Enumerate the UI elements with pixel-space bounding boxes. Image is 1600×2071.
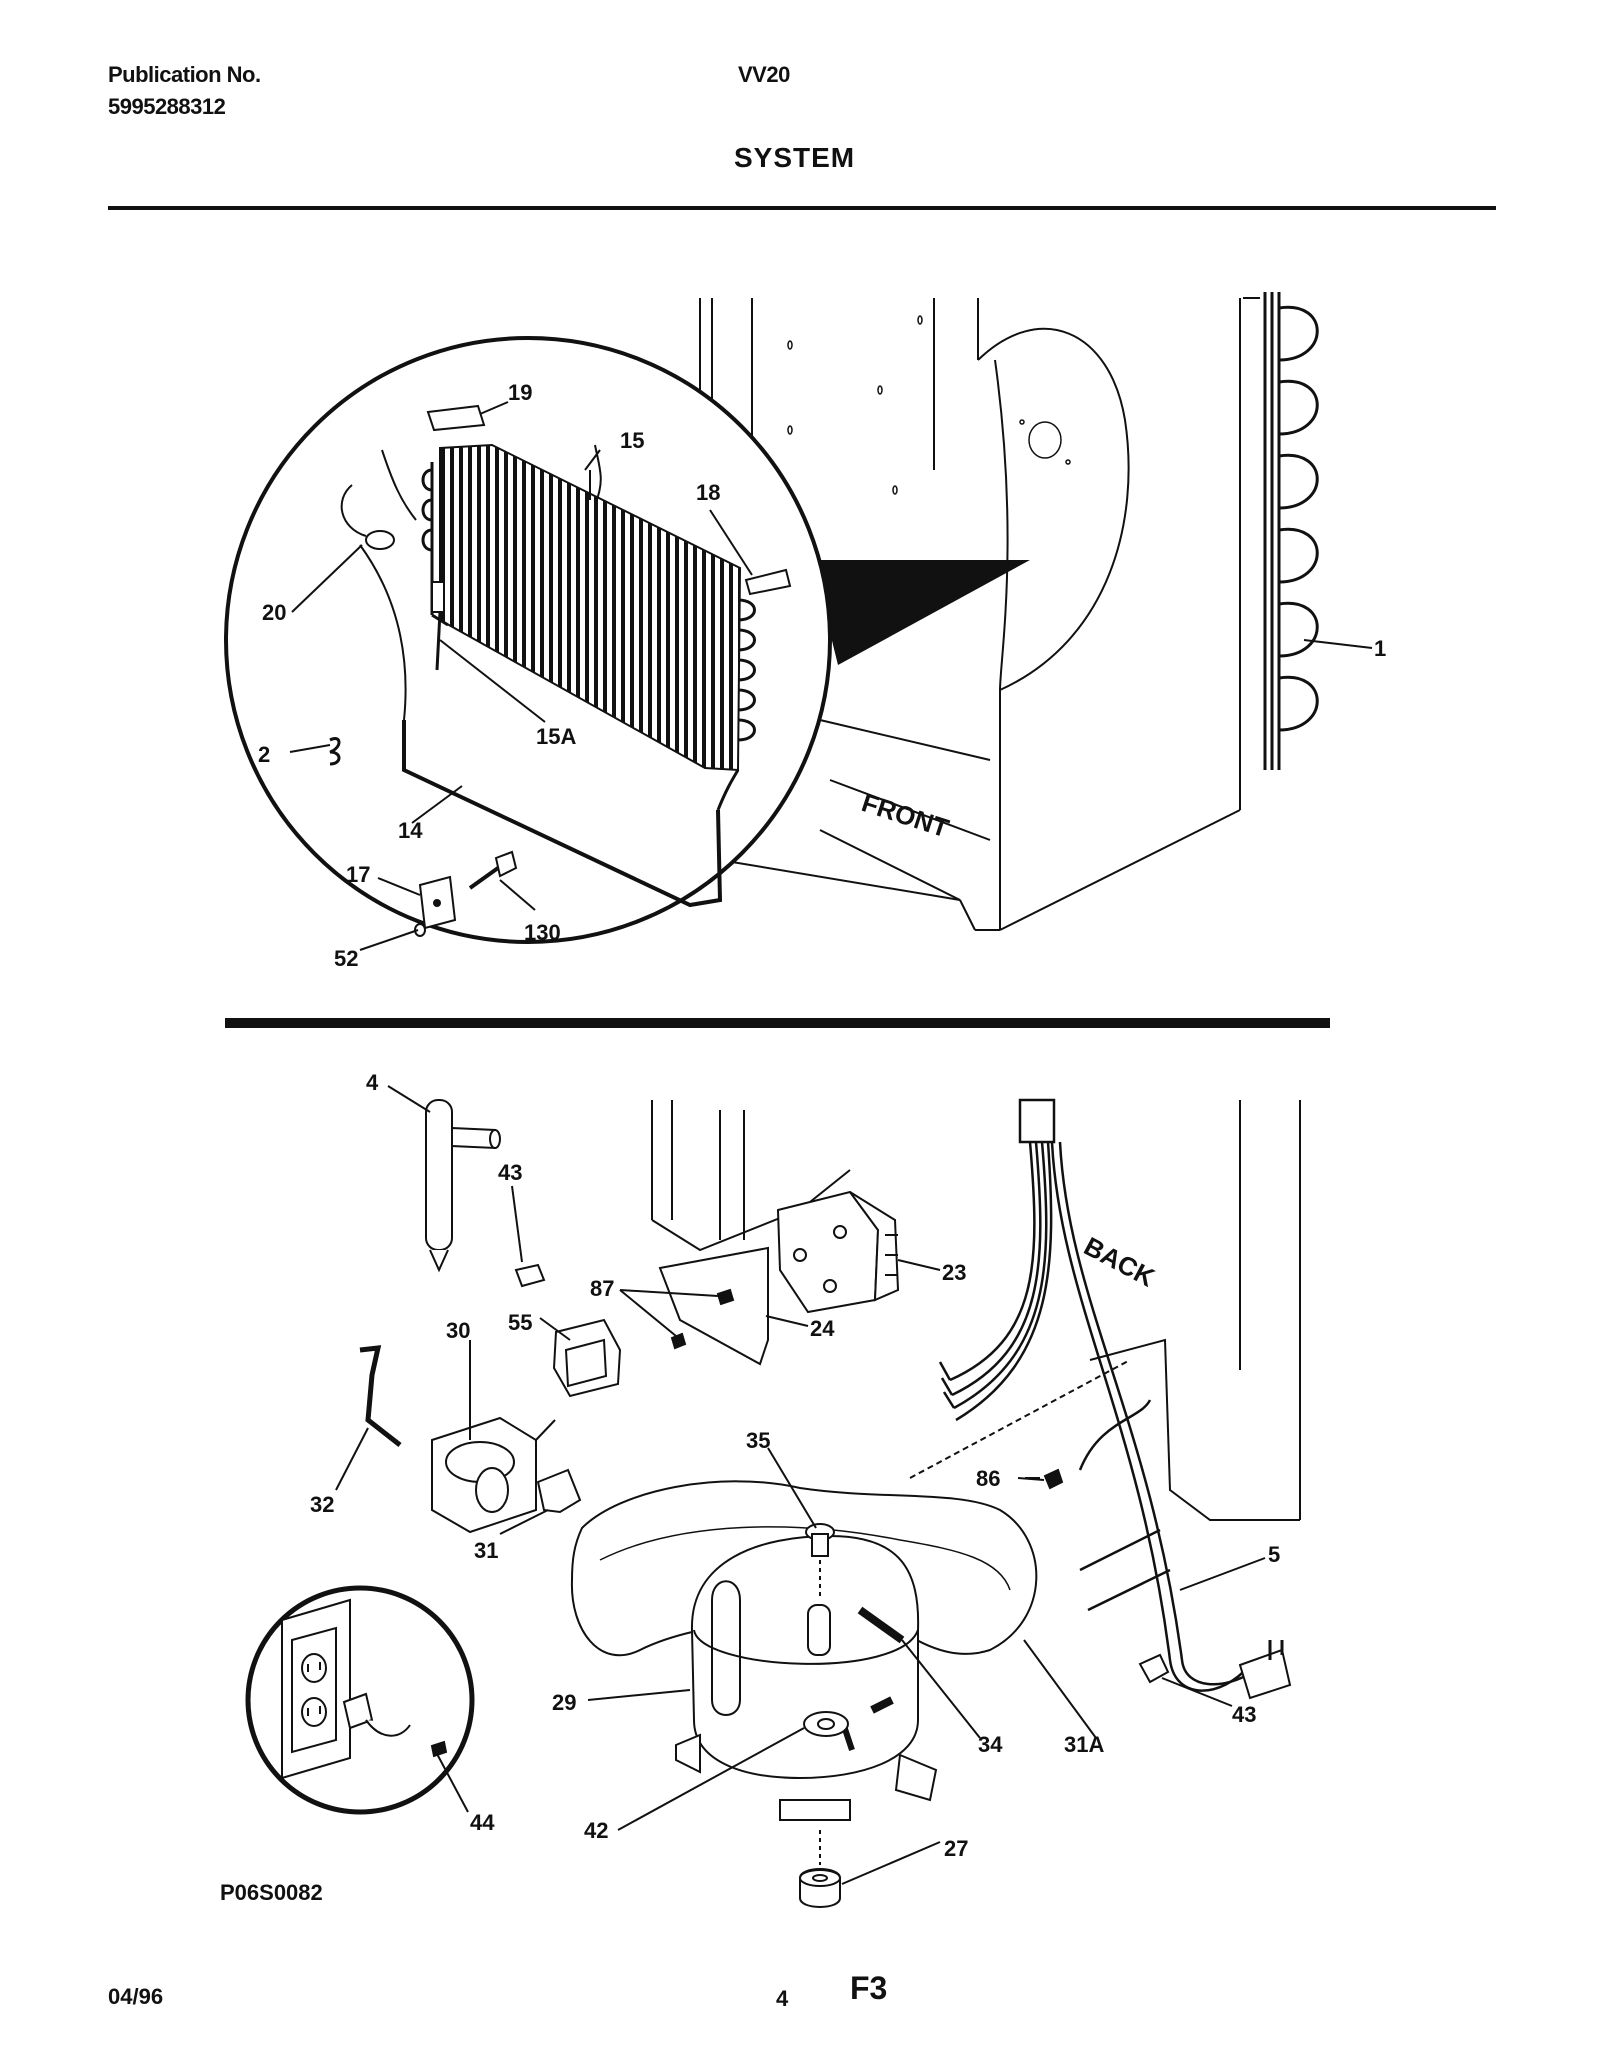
callout-24: 24 bbox=[810, 1316, 835, 1341]
callout-15: 15 bbox=[620, 428, 644, 453]
callout-30: 30 bbox=[446, 1318, 470, 1343]
callout-31: 31 bbox=[474, 1538, 498, 1563]
condenser-coil bbox=[1263, 292, 1319, 770]
callout-23: 23 bbox=[942, 1260, 966, 1285]
callout-1: 1 bbox=[1374, 636, 1386, 661]
clip-43-right bbox=[1138, 1653, 1170, 1684]
drain-tube bbox=[402, 720, 723, 908]
header-rule bbox=[108, 206, 1496, 210]
callout-44: 44 bbox=[470, 1810, 495, 1835]
callout-43-right: 43 bbox=[1232, 1702, 1256, 1727]
callout-42: 42 bbox=[584, 1818, 608, 1843]
bolt-35 bbox=[805, 1523, 835, 1600]
power-plug bbox=[1238, 1648, 1292, 1700]
bottom-leaders bbox=[335, 1085, 1266, 1885]
callout-5: 5 bbox=[1268, 1542, 1280, 1567]
wiring-harness bbox=[938, 1098, 1253, 1692]
footer-date: 04/96 bbox=[108, 1984, 164, 2009]
page-title: SYSTEM bbox=[734, 142, 856, 173]
zoom-indicator-wedge bbox=[812, 560, 1030, 665]
plug-adapter bbox=[342, 1692, 448, 1758]
callout-4: 4 bbox=[366, 1070, 379, 1095]
callout-35: 35 bbox=[746, 1428, 770, 1453]
callout-15a: 15A bbox=[536, 724, 576, 749]
callout-86: 86 bbox=[976, 1466, 1000, 1491]
top-leaders bbox=[289, 401, 753, 951]
callout-17: 17 bbox=[346, 862, 370, 887]
callout-32: 32 bbox=[310, 1492, 334, 1517]
evaporator-outlet-tube bbox=[716, 769, 740, 811]
clip-43-top bbox=[514, 1263, 546, 1288]
grommet-hole bbox=[817, 1718, 835, 1730]
callout-14: 14 bbox=[398, 818, 423, 843]
base-pan-rim bbox=[599, 1526, 1011, 1591]
leader-1 bbox=[1303, 639, 1373, 649]
callout-43-top: 43 bbox=[498, 1160, 522, 1185]
page-number: 4 bbox=[776, 1986, 789, 2011]
capacitor bbox=[425, 1099, 501, 1273]
callout-numbers: 19 15 18 20 15A 2 14 17 130 52 1 4 43 87… bbox=[258, 380, 1386, 1861]
diagram-code: P06S0082 bbox=[220, 1880, 323, 1905]
screws-87 bbox=[670, 1288, 735, 1350]
defrost-timer bbox=[776, 1190, 900, 1314]
grommet-42 bbox=[803, 1711, 849, 1737]
callout-19: 19 bbox=[508, 380, 532, 405]
model-number: VV20 bbox=[738, 62, 790, 87]
evaporator bbox=[421, 443, 756, 772]
pad-19 bbox=[426, 404, 486, 432]
callout-20: 20 bbox=[262, 600, 286, 625]
callout-31a: 31A bbox=[1064, 1732, 1104, 1757]
wire-32 bbox=[359, 1345, 402, 1447]
compressor bbox=[675, 1534, 938, 1821]
pad-18 bbox=[744, 568, 792, 596]
bracket-hole bbox=[433, 899, 441, 907]
start-relay bbox=[431, 1416, 556, 1534]
callout-2: 2 bbox=[258, 742, 270, 767]
callout-27: 27 bbox=[944, 1836, 968, 1861]
cabinet-back-outline bbox=[651, 1100, 1301, 1521]
section-divider bbox=[225, 1018, 1330, 1028]
screw-130 bbox=[468, 850, 518, 890]
defrost-sensor bbox=[340, 449, 417, 721]
publication-label: Publication No. bbox=[108, 62, 261, 87]
wall-outlet bbox=[281, 1598, 351, 1780]
callout-34: 34 bbox=[978, 1732, 1003, 1757]
cabinet-mounting-holes bbox=[787, 315, 1071, 495]
callout-29: 29 bbox=[552, 1690, 576, 1715]
overload-protector bbox=[536, 1468, 582, 1514]
callout-18: 18 bbox=[696, 480, 720, 505]
clip-2 bbox=[329, 737, 341, 766]
relay bbox=[552, 1318, 622, 1398]
callout-52: 52 bbox=[334, 946, 358, 971]
front-label: FRONT bbox=[858, 787, 953, 843]
timer-bracket bbox=[658, 1246, 769, 1366]
publication-number: 5995288312 bbox=[108, 94, 226, 119]
rubber-foot-27 bbox=[799, 1830, 841, 1908]
callout-87: 87 bbox=[590, 1276, 614, 1301]
back-label: BACK bbox=[1079, 1231, 1160, 1293]
callout-130: 130 bbox=[524, 920, 561, 945]
callout-55: 55 bbox=[508, 1310, 532, 1335]
section-code: F3 bbox=[850, 1970, 888, 2006]
